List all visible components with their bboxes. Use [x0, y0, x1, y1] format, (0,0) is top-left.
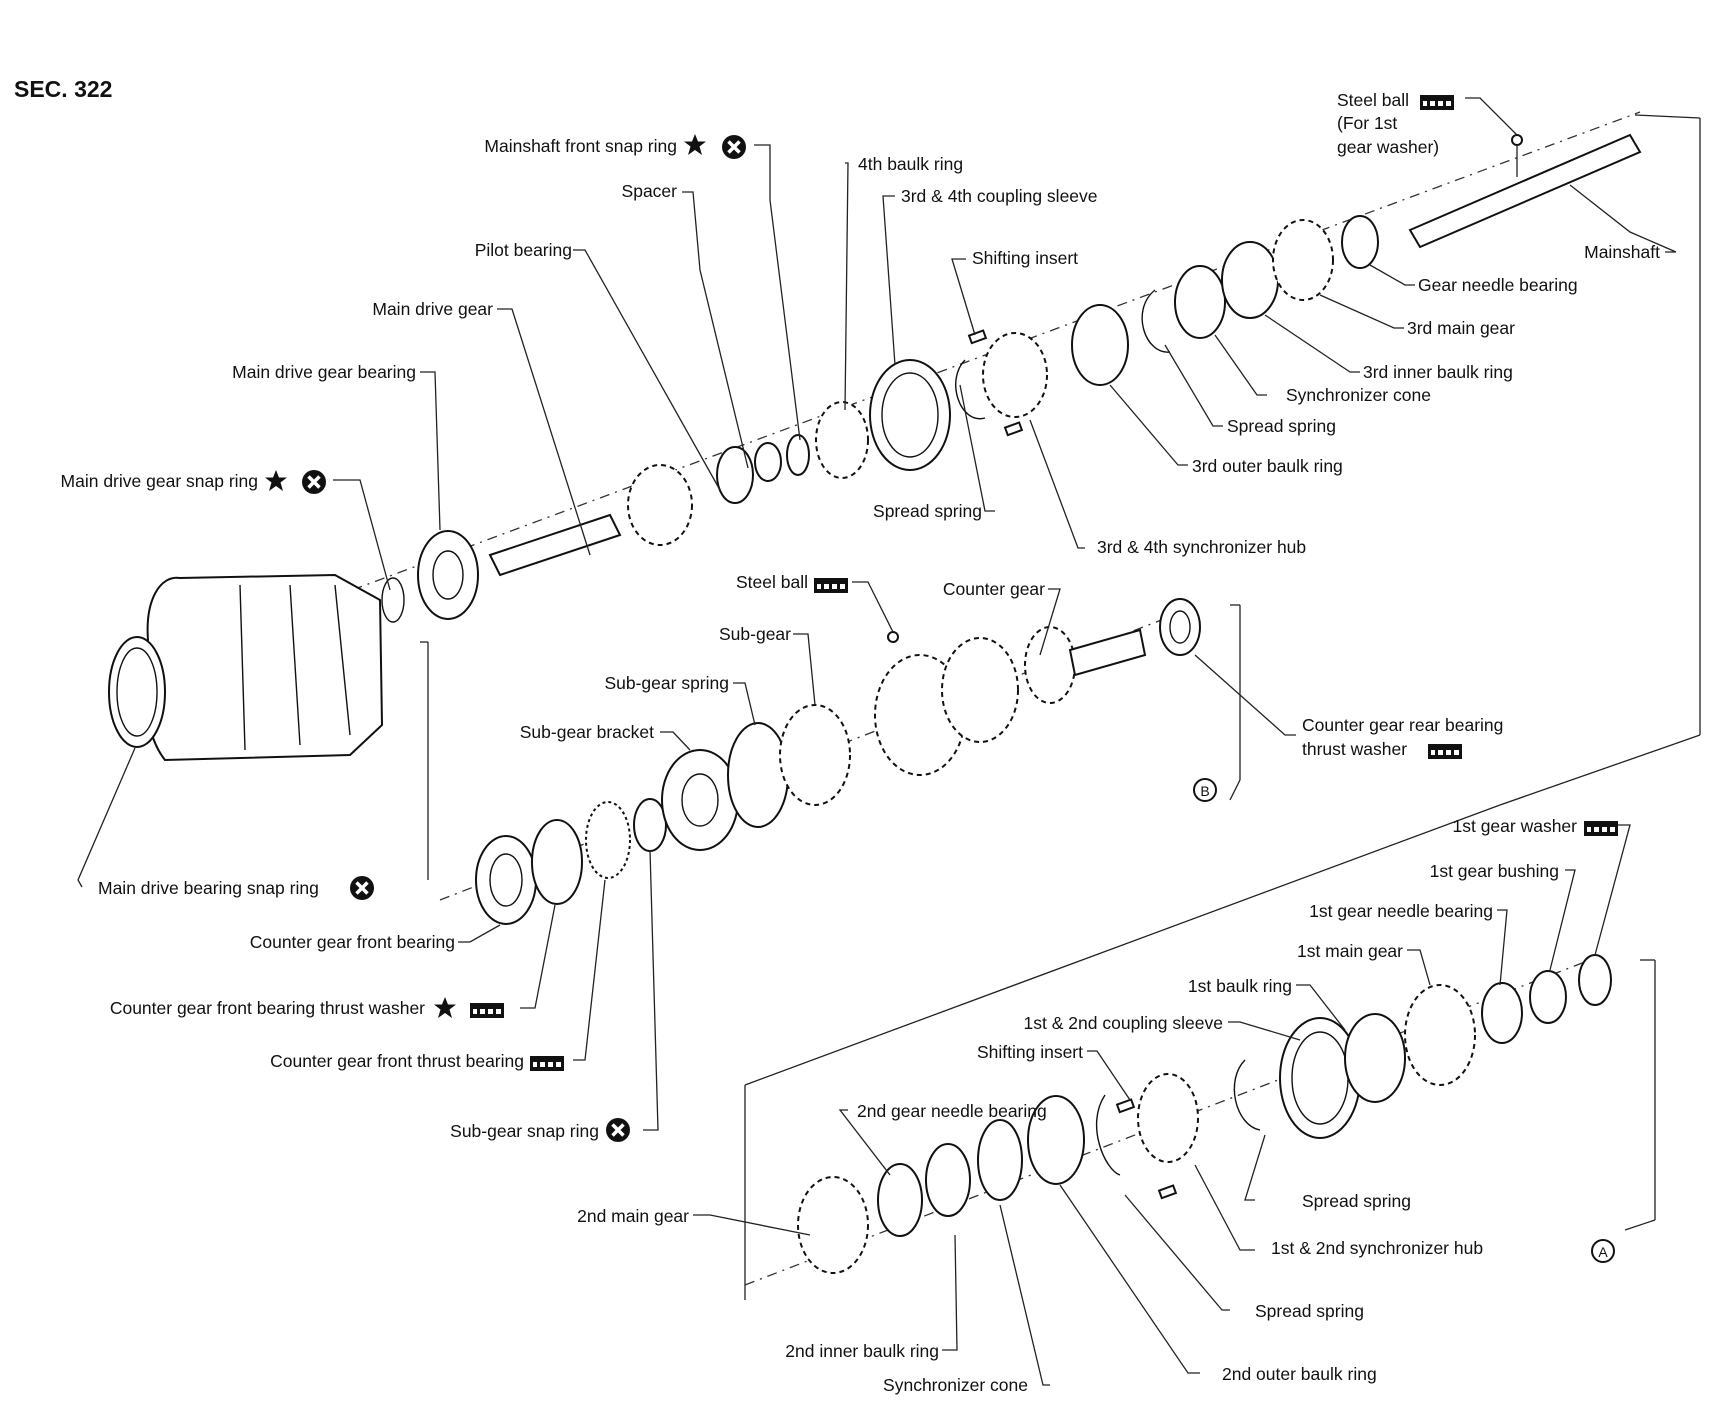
label-sub-gear-snap-ring: Sub-gear snap ring — [450, 1121, 599, 1141]
label-3rd-outer-baulk-ring: 3rd outer baulk ring — [1192, 456, 1343, 476]
label-synchronizer-cone-top: Synchronizer cone — [1286, 385, 1431, 405]
grease-icon — [814, 578, 848, 593]
label-1st-2nd-synchronizer-hub: 1st & 2nd synchronizer hub — [1271, 1238, 1483, 1258]
label-spacer: Spacer — [622, 181, 678, 201]
label-main-drive-bearing-snap-ring: Main drive bearing snap ring — [98, 878, 319, 898]
label-3rd-main-gear: 3rd main gear — [1407, 318, 1515, 338]
mainshaft — [1408, 133, 1642, 249]
label-3rd-4th-synchronizer-hub: 3rd & 4th synchronizer hub — [1097, 537, 1306, 557]
circle-marker-icon — [1193, 778, 1217, 802]
label-steel-ball-mid: Steel ball — [736, 572, 808, 592]
label-sub-gear-spring: Sub-gear spring — [604, 673, 729, 693]
section-number: SEC. 322 — [14, 76, 112, 102]
label-thrust-washer: thrust washer — [1302, 739, 1407, 759]
label-synchronizer-cone-bottom: Synchronizer cone — [883, 1375, 1028, 1395]
label-2nd-main-gear: 2nd main gear — [577, 1206, 689, 1226]
label-mainshaft-front-snap-ring: Mainshaft front snap ring — [484, 136, 677, 156]
label-spread-spring-top-right: Spread spring — [1227, 416, 1336, 436]
label-sub-gear-bracket: Sub-gear bracket — [520, 722, 654, 742]
label-1st-gear-needle-bearing: 1st gear needle bearing — [1309, 901, 1493, 921]
label-2nd-inner-baulk-ring: 2nd inner baulk ring — [785, 1341, 939, 1361]
circle-marker-icon — [1591, 1239, 1615, 1263]
label-spread-spring-top-mid: Spread spring — [873, 501, 982, 521]
label-1st-2nd-coupling-sleeve: 1st & 2nd coupling sleeve — [1024, 1013, 1223, 1033]
grease-icon — [1420, 95, 1454, 110]
label-1st-gear-washer: 1st gear washer — [1452, 816, 1577, 836]
label-main-drive-gear-bearing: Main drive gear bearing — [232, 362, 416, 382]
label-gear-washer: gear washer) — [1337, 137, 1439, 157]
label-main-drive-gear-snap-ring: Main drive gear snap ring — [61, 471, 258, 491]
star-icon — [434, 997, 456, 1018]
label-pilot-bearing: Pilot bearing — [475, 240, 572, 260]
label-2nd-gear-needle-bearing: 2nd gear needle bearing — [857, 1101, 1047, 1121]
label-gear-needle-bearing: Gear needle bearing — [1418, 275, 1578, 295]
star-icon — [684, 134, 706, 155]
grease-icon — [1428, 744, 1462, 759]
label-main-drive-gear: Main drive gear — [372, 299, 493, 319]
label-counter-gear: Counter gear — [943, 579, 1045, 599]
label-for-1st: (For 1st — [1337, 113, 1397, 133]
do-not-reuse-icon — [300, 468, 328, 496]
third-fourth-synchronizer — [869, 215, 1379, 471]
grease-icon — [530, 1056, 564, 1071]
label-mainshaft: Mainshaft — [1584, 242, 1660, 262]
label-counter-gear-front-thrust-bearing: Counter gear front thrust bearing — [270, 1051, 524, 1071]
first-second-synchronizer — [797, 954, 1612, 1274]
label-shifting-insert-top: Shifting insert — [972, 248, 1078, 268]
leader-lines — [77, 97, 1677, 1386]
label-3rd-inner-baulk-ring: 3rd inner baulk ring — [1363, 362, 1513, 382]
counter-gear-assembly — [475, 598, 1201, 925]
grease-icon — [470, 1003, 504, 1018]
label-4th-baulk-ring: 4th baulk ring — [858, 154, 963, 174]
transmission-case — [108, 573, 384, 762]
label-1st-gear-bushing: 1st gear bushing — [1430, 861, 1559, 881]
label-spread-spring-bottom-right: Spread spring — [1302, 1191, 1411, 1211]
label-1st-main-gear: 1st main gear — [1297, 941, 1403, 961]
label-counter-gear-front-bearing-thrust-washer: Counter gear front bearing thrust washer — [110, 998, 425, 1018]
label-3rd-4th-coupling-sleeve: 3rd & 4th coupling sleeve — [901, 186, 1098, 206]
label-sub-gear: Sub-gear — [719, 624, 791, 644]
label-spread-spring-bottom: Spread spring — [1255, 1301, 1364, 1321]
do-not-reuse-icon — [604, 1116, 632, 1144]
label-shifting-insert-bottom: Shifting insert — [977, 1042, 1083, 1062]
grease-icon — [1584, 821, 1618, 836]
star-icon — [265, 470, 287, 491]
do-not-reuse-icon — [720, 133, 748, 161]
marker-a: A — [1598, 1244, 1608, 1260]
label-1st-baulk-ring: 1st baulk ring — [1188, 976, 1292, 996]
label-counter-gear-front-bearing: Counter gear front bearing — [250, 932, 455, 952]
main-drive-gear-assembly — [381, 401, 869, 623]
marker-b: B — [1200, 783, 1209, 799]
label-steel-ball-top: Steel ball — [1337, 90, 1409, 110]
label-2nd-outer-baulk-ring: 2nd outer baulk ring — [1222, 1364, 1377, 1384]
do-not-reuse-icon — [348, 874, 376, 902]
label-counter-gear-rear-bearing: Counter gear rear bearing — [1302, 715, 1503, 735]
